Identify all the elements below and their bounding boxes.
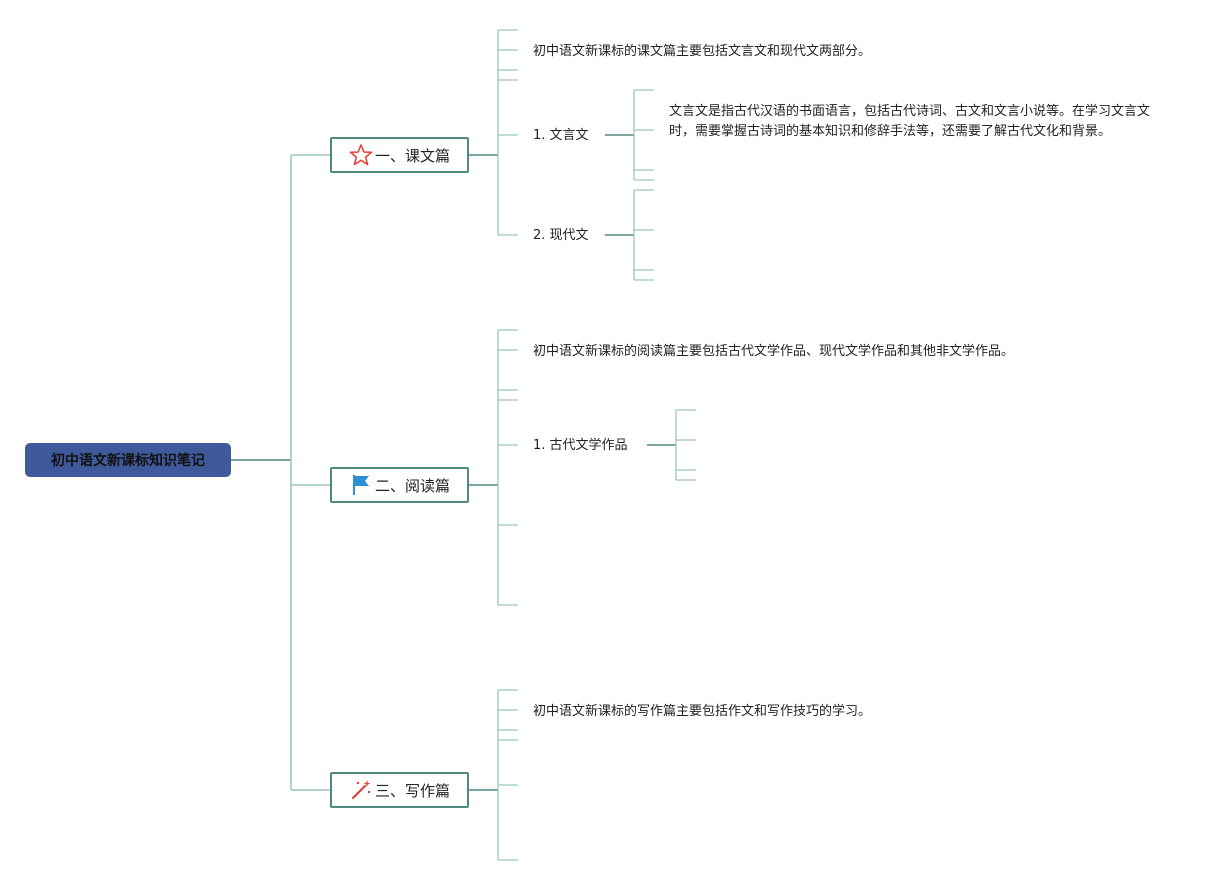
root-node[interactable]: 初中语文新课标知识笔记 bbox=[25, 443, 231, 477]
section-summary[interactable]: 初中语文新课标的阅读篇主要包括古代文学作品、现代文学作品和其他非文学作品。 bbox=[533, 344, 1015, 359]
section-node-xiezuo[interactable]: 三、写作篇 bbox=[330, 772, 469, 808]
flag-icon bbox=[349, 473, 373, 497]
root-title: 初中语文新课标知识笔记 bbox=[51, 453, 205, 469]
subtopic-label[interactable]: 1. 古代文学作品 bbox=[533, 438, 628, 453]
subtopic-detail[interactable]: 文言文是指古代汉语的书面语言，包括古代诗词、古文和文言小说等。在学习文言文时，需… bbox=[669, 104, 1151, 139]
section-label: 二、阅读篇 bbox=[374, 476, 450, 495]
section-summary[interactable]: 初中语文新课标的课文篇主要包括文言文和现代文两部分。 bbox=[533, 44, 872, 59]
star-icon bbox=[349, 143, 373, 167]
section-summary[interactable]: 初中语文新课标的写作篇主要包括作文和写作技巧的学习。 bbox=[533, 704, 872, 719]
magic-wand-icon bbox=[349, 778, 373, 802]
subtopic-label[interactable]: 1. 文言文 bbox=[533, 128, 589, 143]
subtopic-label[interactable]: 2. 现代文 bbox=[533, 228, 589, 243]
section-label: 一、课文篇 bbox=[374, 146, 450, 165]
section-node-yuedu[interactable]: 二、阅读篇 bbox=[330, 467, 469, 503]
section-label: 三、写作篇 bbox=[374, 781, 450, 800]
section-node-kewen[interactable]: 一、课文篇 bbox=[330, 137, 469, 173]
